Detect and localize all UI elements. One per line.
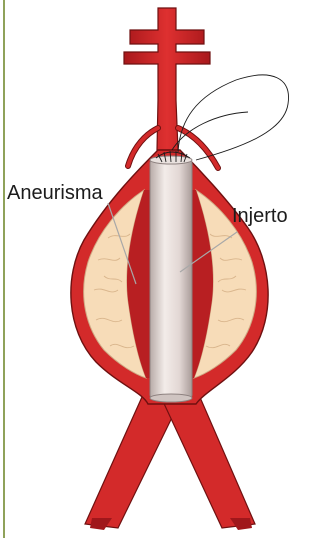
upper-aorta: [124, 8, 210, 150]
right-iliac: [160, 388, 255, 528]
aneurysm-label: Aneurisma: [6, 183, 104, 203]
tube-graft-icon: [150, 156, 192, 402]
graft-label: Injerto: [232, 206, 288, 226]
iliac-arteries: [85, 388, 255, 530]
